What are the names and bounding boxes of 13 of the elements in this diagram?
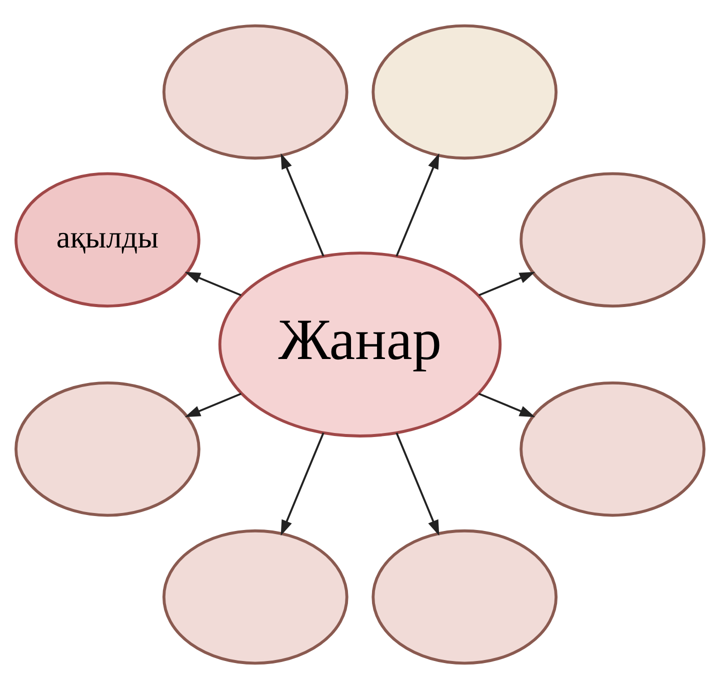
arrow	[396, 153, 440, 257]
arrow	[280, 432, 324, 536]
node-ellipse	[162, 529, 348, 665]
arrow	[478, 392, 536, 418]
arrow	[280, 153, 324, 257]
arrow	[396, 432, 440, 536]
node-ellipse	[162, 24, 348, 160]
node-ellipse: Жанар	[218, 252, 502, 438]
node-ellipse	[372, 529, 558, 665]
node-ellipse	[372, 24, 558, 160]
arrow	[184, 392, 242, 418]
arrow	[184, 272, 242, 296]
arrow	[478, 272, 536, 296]
